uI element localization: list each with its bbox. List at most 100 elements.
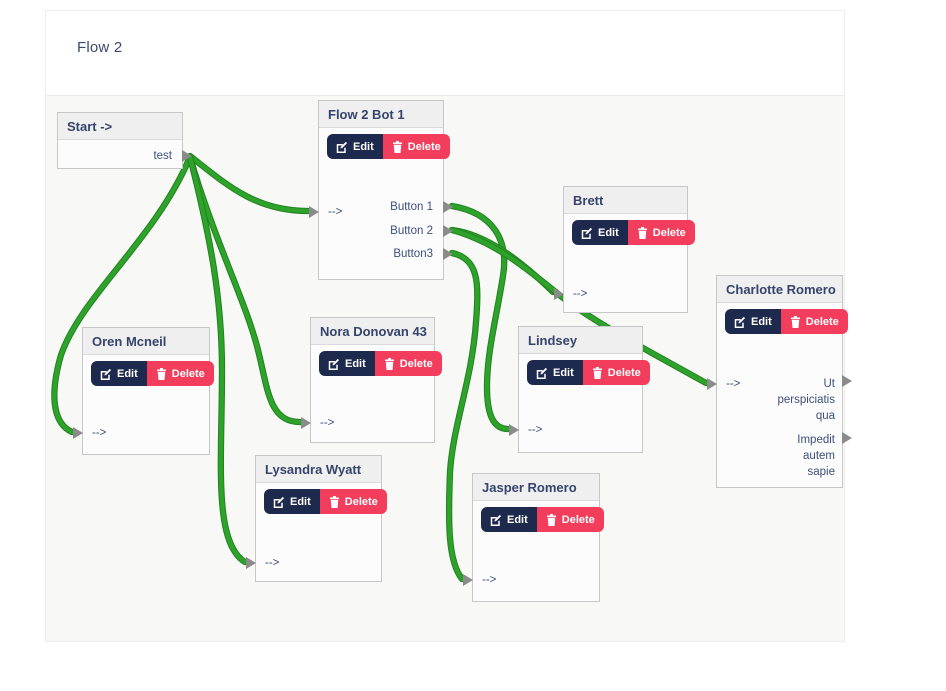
edit-button[interactable]: Edit bbox=[725, 309, 781, 334]
output-port-label: test bbox=[153, 150, 172, 162]
node-title-oren[interactable]: Oren Mcneil bbox=[83, 328, 209, 355]
trash-icon bbox=[592, 366, 602, 379]
delete-button[interactable]: Delete bbox=[382, 134, 450, 159]
flow-node-nora[interactable]: Nora Donovan 43 Edit Delete --> bbox=[301, 317, 442, 443]
trash-icon bbox=[637, 226, 647, 239]
delete-button[interactable]: Delete bbox=[536, 507, 604, 532]
edit-pencil-icon bbox=[100, 368, 112, 380]
edit-button[interactable]: Edit bbox=[327, 134, 383, 159]
node-title-brett[interactable]: Brett bbox=[564, 187, 687, 214]
input-port-label: --> bbox=[482, 574, 497, 586]
delete-button[interactable]: Delete bbox=[582, 360, 650, 385]
delete-button[interactable]: Delete bbox=[319, 489, 387, 514]
edit-button-label: Edit bbox=[553, 366, 574, 379]
delete-button[interactable]: Delete bbox=[374, 351, 442, 376]
delete-button-label: Delete bbox=[561, 513, 595, 526]
delete-button-label: Delete bbox=[399, 357, 433, 370]
output-port-text-line: Impedit bbox=[797, 434, 835, 446]
delete-button-label: Delete bbox=[607, 366, 641, 379]
edit-button[interactable]: Edit bbox=[319, 351, 375, 376]
output-port-arrow-icon[interactable] bbox=[842, 375, 852, 387]
output-port-text: Ut perspiciatis qua bbox=[777, 376, 835, 424]
output-port-text-line: perspiciatis bbox=[777, 394, 835, 406]
input-port-label: --> bbox=[528, 424, 543, 436]
trash-icon bbox=[329, 495, 339, 508]
flow-title-band: Flow 2 bbox=[46, 11, 844, 96]
node-actions: Edit Delete bbox=[527, 360, 650, 385]
output-port-text-line: sapie bbox=[807, 466, 836, 478]
edit-pencil-icon bbox=[734, 316, 746, 328]
trash-icon bbox=[392, 140, 402, 153]
output-port-arrow-icon[interactable] bbox=[182, 150, 192, 162]
input-port-arrow-icon[interactable] bbox=[463, 574, 473, 586]
input-port-arrow-icon[interactable] bbox=[707, 378, 717, 390]
edit-button-label: Edit bbox=[598, 226, 619, 239]
input-port-label: --> bbox=[726, 378, 741, 390]
node-actions: Edit Delete bbox=[481, 507, 604, 532]
delete-button-label: Delete bbox=[407, 140, 441, 153]
node-title-jasper[interactable]: Jasper Romero bbox=[473, 474, 599, 501]
node-title-charlotte[interactable]: Charlotte Romero bbox=[717, 276, 842, 303]
delete-button-label: Delete bbox=[171, 367, 205, 380]
delete-button-label: Delete bbox=[344, 495, 378, 508]
output-port-label: Button 2 bbox=[390, 225, 433, 237]
input-port-arrow-icon[interactable] bbox=[554, 288, 564, 300]
output-port-arrow-icon[interactable] bbox=[443, 201, 453, 213]
edit-pencil-icon bbox=[328, 358, 340, 370]
output-port-text-line: Ut bbox=[823, 378, 836, 390]
flow-title: Flow 2 bbox=[77, 39, 123, 56]
input-port-arrow-icon[interactable] bbox=[301, 417, 311, 429]
edit-pencil-icon bbox=[581, 227, 593, 239]
node-title-lindsey[interactable]: Lindsey bbox=[519, 327, 642, 354]
input-port-label: --> bbox=[92, 427, 107, 439]
edit-pencil-icon bbox=[490, 514, 502, 526]
input-port-label: --> bbox=[328, 206, 343, 218]
edit-pencil-icon bbox=[273, 496, 285, 508]
output-port-text-line: autem bbox=[803, 450, 835, 462]
input-port-arrow-icon[interactable] bbox=[509, 424, 519, 436]
delete-button[interactable]: Delete bbox=[780, 309, 848, 334]
delete-button[interactable]: Delete bbox=[627, 220, 695, 245]
node-title-bot1[interactable]: Flow 2 Bot 1 bbox=[319, 101, 443, 128]
trash-icon bbox=[790, 315, 800, 328]
node-title-nora[interactable]: Nora Donovan 43 bbox=[311, 318, 434, 345]
node-actions: Edit Delete bbox=[327, 134, 450, 159]
node-actions: Edit Delete bbox=[91, 361, 214, 386]
input-port-arrow-icon[interactable] bbox=[246, 557, 256, 569]
input-port-label: --> bbox=[573, 288, 588, 300]
edit-button[interactable]: Edit bbox=[264, 489, 320, 514]
edit-button[interactable]: Edit bbox=[481, 507, 537, 532]
edit-button[interactable]: Edit bbox=[91, 361, 147, 386]
input-port-arrow-icon[interactable] bbox=[73, 427, 83, 439]
input-port-label: --> bbox=[320, 417, 335, 429]
output-port-arrow-icon[interactable] bbox=[443, 248, 453, 260]
node-title-lysandra[interactable]: Lysandra Wyatt bbox=[256, 456, 381, 483]
flow-node-bot1[interactable]: Flow 2 Bot 1 Edit Delete --> Button 1 Button … bbox=[309, 100, 453, 280]
edit-button-label: Edit bbox=[117, 367, 138, 380]
input-port-arrow-icon[interactable] bbox=[309, 206, 319, 218]
output-port-label: Button 1 bbox=[390, 201, 433, 213]
output-port-label: Button3 bbox=[393, 248, 433, 260]
output-port-arrow-icon[interactable] bbox=[842, 432, 852, 444]
edit-pencil-icon bbox=[536, 367, 548, 379]
delete-button[interactable]: Delete bbox=[146, 361, 214, 386]
delete-button-label: Delete bbox=[652, 226, 686, 239]
edit-button[interactable]: Edit bbox=[572, 220, 628, 245]
edit-button-label: Edit bbox=[353, 140, 374, 153]
node-title-start[interactable]: Start -> bbox=[58, 113, 182, 140]
flow-node-start[interactable]: Start -> test bbox=[57, 112, 192, 169]
edit-button[interactable]: Edit bbox=[527, 360, 583, 385]
trash-icon bbox=[384, 357, 394, 370]
input-port-label: --> bbox=[265, 557, 280, 569]
output-port-arrow-icon[interactable] bbox=[443, 225, 453, 237]
output-port-text-line: qua bbox=[815, 410, 835, 422]
edit-button-label: Edit bbox=[751, 315, 772, 328]
node-actions: Edit Delete bbox=[264, 489, 387, 514]
